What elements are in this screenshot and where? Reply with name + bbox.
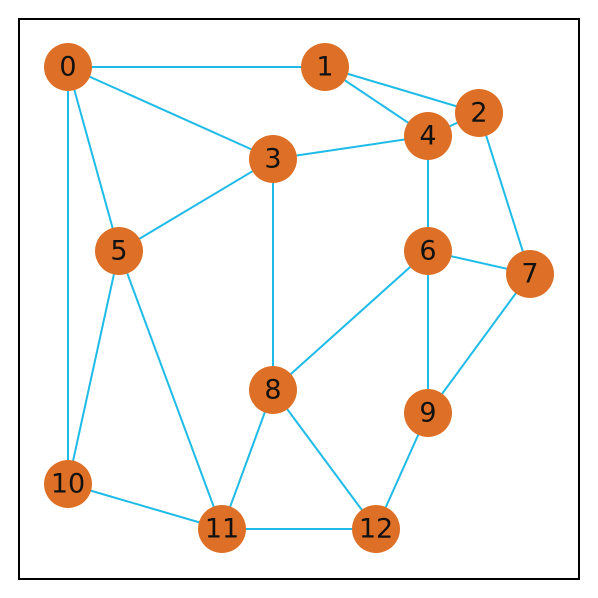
node-5: 5 xyxy=(95,227,143,275)
edge-5-11 xyxy=(118,250,223,530)
edge-10-11 xyxy=(67,483,223,530)
node-label: 12 xyxy=(359,514,393,545)
edge-1-2 xyxy=(324,66,480,114)
edge-0-5 xyxy=(67,66,120,252)
node-1: 1 xyxy=(301,43,349,91)
node-8: 8 xyxy=(249,366,297,414)
plot-frame xyxy=(18,18,580,580)
node-circle xyxy=(404,227,452,275)
node-label: 8 xyxy=(264,375,281,406)
node-4: 4 xyxy=(404,112,452,160)
edge-3-5 xyxy=(118,158,274,252)
node-label: 2 xyxy=(470,98,487,129)
node-circle xyxy=(404,112,452,160)
node-label: 4 xyxy=(419,121,436,152)
node-circle xyxy=(198,505,246,553)
edge-2-7 xyxy=(478,112,531,275)
node-label: 6 xyxy=(419,236,436,267)
node-0: 0 xyxy=(44,43,92,91)
node-3: 3 xyxy=(249,135,297,183)
node-2: 2 xyxy=(455,89,503,137)
node-circle xyxy=(455,89,503,137)
node-label: 3 xyxy=(264,144,281,175)
node-12: 12 xyxy=(352,505,400,553)
node-circle xyxy=(301,43,349,91)
edge-0-3 xyxy=(67,66,274,160)
node-label: 10 xyxy=(51,469,85,500)
node-6: 6 xyxy=(404,227,452,275)
node-label: 0 xyxy=(59,52,76,83)
node-11: 11 xyxy=(198,505,246,553)
node-label: 1 xyxy=(316,52,333,83)
node-label: 7 xyxy=(521,259,538,290)
node-circle xyxy=(95,227,143,275)
node-circle xyxy=(352,505,400,553)
node-label: 9 xyxy=(419,398,436,429)
edge-5-10 xyxy=(67,250,120,485)
node-label: 5 xyxy=(110,236,127,267)
node-7: 7 xyxy=(506,250,554,298)
edges-layer xyxy=(67,66,531,530)
edge-8-11 xyxy=(221,389,274,530)
edge-7-9 xyxy=(427,273,531,414)
edge-8-12 xyxy=(272,389,377,530)
node-circle xyxy=(44,43,92,91)
node-circle xyxy=(249,135,297,183)
node-circle xyxy=(249,366,297,414)
edge-6-8 xyxy=(272,250,429,391)
node-circle xyxy=(506,250,554,298)
node-label: 11 xyxy=(205,514,239,545)
node-circle xyxy=(44,460,92,508)
edge-3-4 xyxy=(272,135,429,160)
node-10: 10 xyxy=(44,460,92,508)
node-circle xyxy=(404,389,452,437)
node-9: 9 xyxy=(404,389,452,437)
